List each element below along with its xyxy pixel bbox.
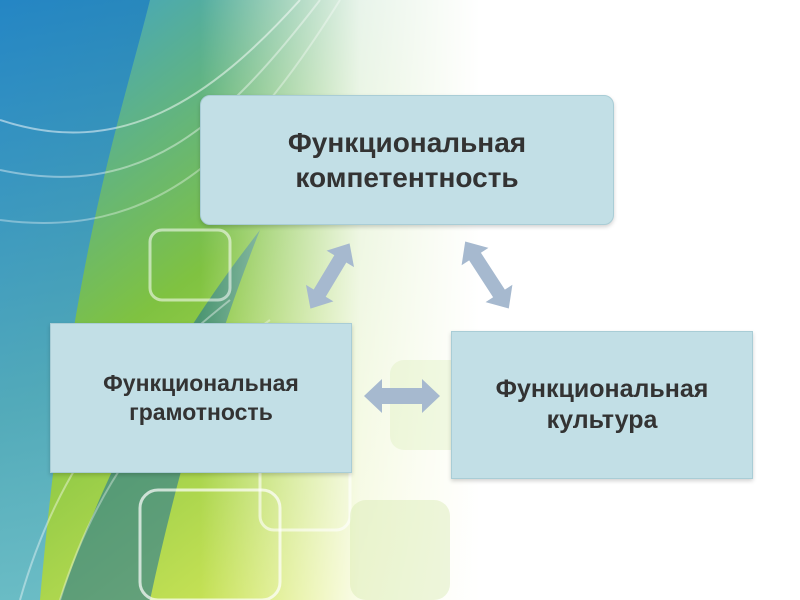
node-functional-culture: Функциональная культура bbox=[451, 331, 753, 479]
node-functional-literacy: Функциональная грамотность bbox=[50, 323, 352, 473]
node-left-line2: грамотность bbox=[129, 399, 273, 425]
node-functional-competence: Функциональная компетентность bbox=[200, 95, 614, 225]
node-top-line2: компетентность bbox=[295, 162, 519, 193]
node-top-line1: Функциональная bbox=[287, 127, 527, 158]
node-right-line2: культура bbox=[546, 406, 658, 434]
node-right-line1: Функциональная bbox=[495, 374, 709, 403]
node-left-line1: Функциональная bbox=[103, 370, 299, 397]
